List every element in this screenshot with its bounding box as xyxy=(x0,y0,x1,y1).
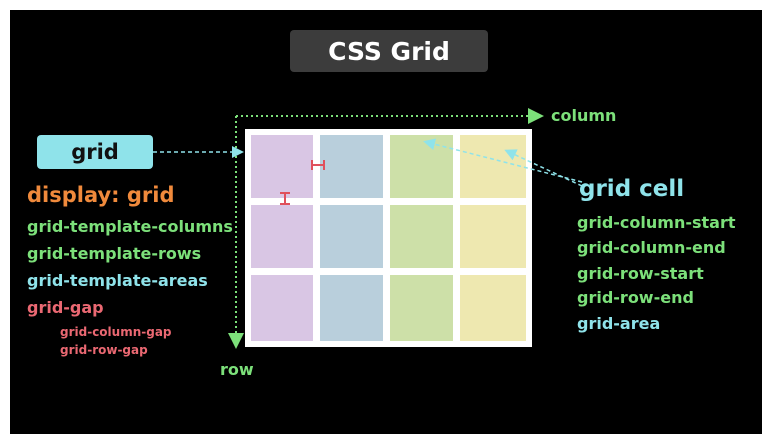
grid-row-start-label: grid-row-start xyxy=(577,264,704,283)
grid-row-gap-label: grid-row-gap xyxy=(60,343,148,357)
grid-cell-r3-c2 xyxy=(320,275,383,341)
grid-cell-r1-c3 xyxy=(390,135,453,198)
grid-column-start-label: grid-column-start xyxy=(577,213,736,232)
connector-overlay xyxy=(153,108,583,349)
grid-cell-r2-c1 xyxy=(251,205,313,268)
grid-cell-r2-c4 xyxy=(460,205,526,268)
grid-cell-r1-c2 xyxy=(320,135,383,198)
grid-cell-r1-c1 xyxy=(251,135,313,198)
grid-container xyxy=(245,129,532,347)
grid-column-gap-label: grid-column-gap xyxy=(60,325,172,339)
row-gap-marker xyxy=(280,192,290,205)
grid-template-rows-label: grid-template-rows xyxy=(27,244,202,263)
column-axis-label: column xyxy=(551,106,617,125)
title-box: CSS Grid xyxy=(290,30,488,72)
row-axis-label: row xyxy=(220,360,254,379)
grid-cell-r3-c3 xyxy=(390,275,453,341)
grid-container-badge: grid xyxy=(37,135,153,169)
grid-cell-r1-c4 xyxy=(460,135,526,198)
grid-cell-r3-c4 xyxy=(460,275,526,341)
grid-template-areas-label: grid-template-areas xyxy=(27,271,208,290)
grid-column-end-label: grid-column-end xyxy=(577,238,726,257)
diagram-canvas: CSS Grid grid display: grid grid-templat… xyxy=(10,10,762,434)
grid-cell-label: grid cell xyxy=(579,176,685,202)
grid-gap-label: grid-gap xyxy=(27,298,104,317)
cell-pointer-arrow-1 xyxy=(423,138,583,183)
cell-pointer-arrow-2 xyxy=(504,149,583,187)
column-gap-marker xyxy=(311,160,325,170)
display-grid-label: display: grid xyxy=(27,183,175,207)
grid-template-columns-label: grid-template-columns xyxy=(27,217,233,236)
title-text: CSS Grid xyxy=(328,36,450,66)
grid-cell-r2-c2 xyxy=(320,205,383,268)
grid-cell-r3-c1 xyxy=(251,275,313,341)
grid-cell-r2-c3 xyxy=(390,205,453,268)
grid-container-label: grid xyxy=(71,140,119,164)
grid-row-end-label: grid-row-end xyxy=(577,288,694,307)
grid-area-label: grid-area xyxy=(577,314,661,333)
